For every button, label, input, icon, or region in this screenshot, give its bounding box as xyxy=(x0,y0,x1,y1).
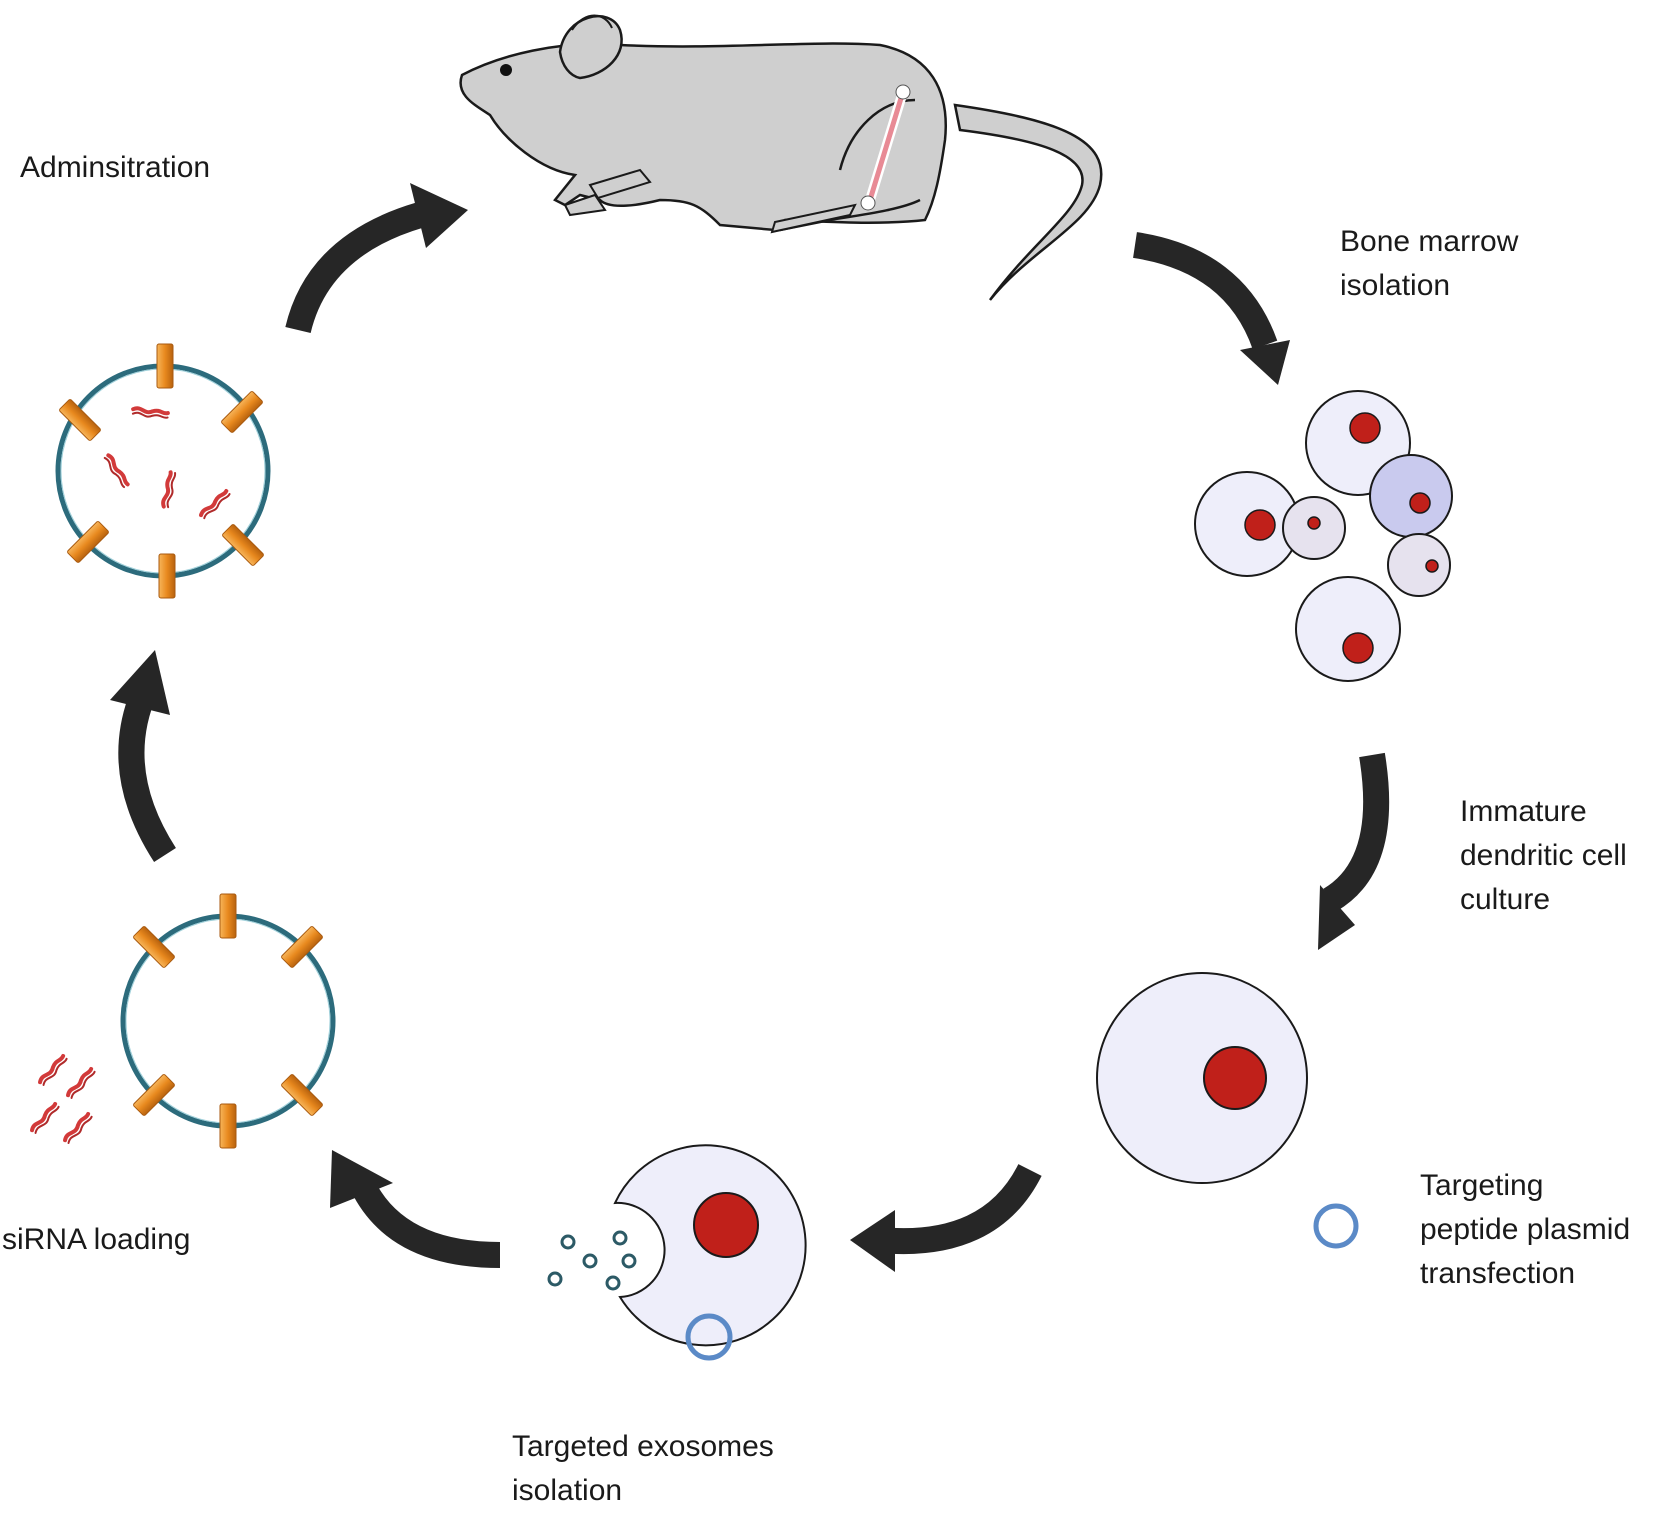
arrow-icon xyxy=(330,1150,501,1268)
arrow-icon xyxy=(1318,752,1390,950)
arrow-icon xyxy=(850,1163,1042,1272)
label-line: dendritic cell xyxy=(1460,839,1627,872)
bone-marrow-cells xyxy=(1194,390,1453,682)
label-line: Targeting xyxy=(1420,1169,1544,1202)
cell-icon xyxy=(1369,454,1453,538)
exosome-releasing-cell xyxy=(547,1144,807,1361)
exosome-icon xyxy=(547,1230,637,1291)
label-line: isolation xyxy=(512,1474,623,1507)
dendritic-cell xyxy=(1096,972,1308,1184)
label-line: Immature xyxy=(1460,795,1587,828)
label-line: isolation xyxy=(1340,269,1451,302)
cell-icon xyxy=(1194,471,1300,577)
sirna-icon xyxy=(24,1053,103,1146)
cycle-arrows xyxy=(110,183,1390,1272)
label-exosome-isolation: Targeted exosomes isolation xyxy=(512,1425,774,1513)
targeted-exosome xyxy=(120,893,336,1149)
cell-icon xyxy=(1282,496,1346,560)
loaded-exosome xyxy=(55,343,271,599)
arrow-icon xyxy=(285,183,468,334)
label-sirna-loading: siRNA loading xyxy=(2,1218,190,1262)
label-line: siRNA loading xyxy=(2,1223,191,1256)
label-bone-marrow-isolation: Bone marrow isolation xyxy=(1340,220,1518,308)
label-line: Bone marrow xyxy=(1340,225,1519,258)
label-administration: Adminsitration xyxy=(20,146,210,190)
plasmid-icon xyxy=(685,1313,733,1361)
label-line: peptide plasmid xyxy=(1420,1213,1631,1246)
label-immature-dc-culture: Immature dendritic cell culture xyxy=(1460,790,1627,922)
cell-icon xyxy=(1096,972,1308,1184)
arrow-icon xyxy=(110,650,176,863)
cell-icon xyxy=(1387,533,1451,597)
arrow-icon xyxy=(1132,232,1290,385)
cell-icon xyxy=(1295,576,1401,682)
plasmid-icon xyxy=(1313,1203,1359,1249)
label-line: Adminsitration xyxy=(20,151,211,184)
label-line: transfection xyxy=(1420,1257,1576,1290)
label-plasmid-transfection: Targeting peptide plasmid transfection xyxy=(1420,1164,1630,1296)
mouse-icon xyxy=(459,14,1103,301)
bone-icon xyxy=(860,84,911,211)
label-line: culture xyxy=(1460,883,1551,916)
label-line: Targeted exosomes xyxy=(512,1430,774,1463)
